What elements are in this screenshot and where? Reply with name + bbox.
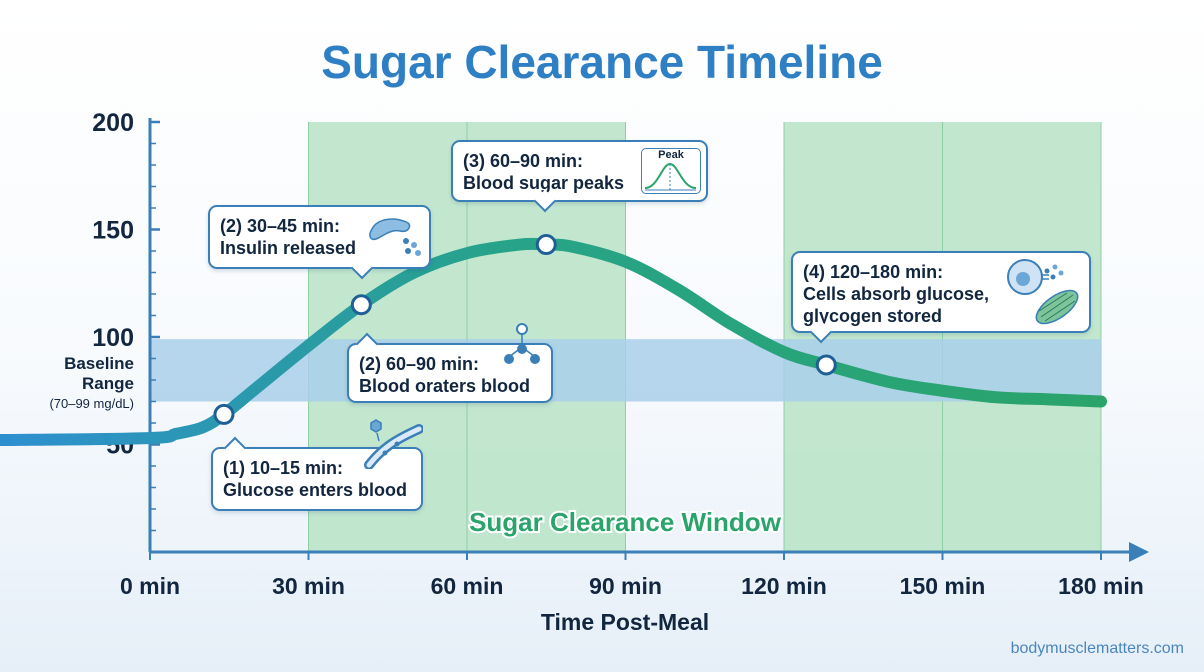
y-tick-label: 100 bbox=[92, 324, 134, 352]
peak-graph-icon: Peak bbox=[641, 148, 701, 194]
x-tick-label: 0 min bbox=[120, 573, 180, 599]
callout-glucose-enters: (1) 10–15 min: Glucose enters blood bbox=[211, 419, 423, 511]
callout-4-line2: Blood sugar peaks bbox=[463, 173, 625, 193]
callout-1-line2: Glucose enters blood bbox=[223, 480, 408, 500]
curve-marker-1 bbox=[350, 294, 372, 316]
x-axis-arrow bbox=[1129, 542, 1149, 562]
callout-sugar-peaks: (3) 60–90 min: Blood sugar peaks Peak bbox=[451, 140, 708, 213]
callout-insulin-released: (2) 30–45 min: Insulin released bbox=[208, 205, 431, 280]
peak-icon-label: Peak bbox=[658, 149, 684, 161]
x-tick-label: 60 min bbox=[431, 573, 504, 599]
callout-3-line2: Blood oraters blood bbox=[359, 376, 530, 396]
x-tick-label: 150 min bbox=[900, 573, 986, 599]
x-tick-label: 180 min bbox=[1058, 573, 1144, 599]
curve-marker-3 bbox=[815, 354, 837, 376]
callout-5-line1: (4) 120–180 min: bbox=[803, 262, 944, 282]
curve-marker-2 bbox=[535, 234, 557, 256]
x-tick-label: 30 min bbox=[272, 573, 345, 599]
baseline-label-line1: Baseline bbox=[64, 354, 134, 373]
baseline-label-line2: Range bbox=[82, 374, 134, 393]
callout-5-line2: Cells absorb glucose, bbox=[803, 284, 990, 304]
y-tick-label: 200 bbox=[92, 109, 134, 137]
callout-cells-absorb: (4) 120–180 min: Cells absorb glucose, g… bbox=[791, 251, 1091, 344]
callout-4-line1: (3) 60–90 min: bbox=[463, 151, 584, 171]
callout-3-line1: (2) 60–90 min: bbox=[359, 354, 480, 374]
curve-marker-0 bbox=[213, 403, 235, 425]
callout-5-line3: glycogen stored bbox=[803, 306, 943, 326]
molecule-network-icon bbox=[504, 323, 540, 364]
callout-blood-oraters: (2) 60–90 min: Blood oraters blood bbox=[347, 323, 553, 403]
cell-muscle-icon bbox=[1007, 259, 1079, 325]
x-tick-label: 120 min bbox=[741, 573, 827, 599]
footer-url: bodymusclematters.com bbox=[1010, 640, 1184, 657]
chart-title: Sugar Clearance Timeline bbox=[321, 36, 883, 88]
callout-2-line1: (2) 30–45 min: bbox=[220, 216, 341, 236]
y-tick-label: 150 bbox=[92, 217, 134, 245]
x-axis-label: Time Post-Meal bbox=[541, 609, 709, 635]
x-tick-label: 90 min bbox=[589, 573, 662, 599]
blood-vessel-icon bbox=[364, 419, 423, 469]
pancreas-icon bbox=[369, 218, 421, 256]
baseline-range-label: Baseline Range (70–99 mg/dL) bbox=[49, 354, 134, 414]
clearance-window-label: Sugar Clearance Window bbox=[469, 507, 782, 537]
clearance-window-3 bbox=[942, 122, 1101, 552]
baseline-label-line3: (70–99 mg/dL) bbox=[49, 396, 134, 411]
clearance-window-2 bbox=[784, 122, 943, 552]
callout-2-line2: Insulin released bbox=[220, 238, 357, 258]
callout-1-line1: (1) 10–15 min: bbox=[223, 458, 344, 478]
